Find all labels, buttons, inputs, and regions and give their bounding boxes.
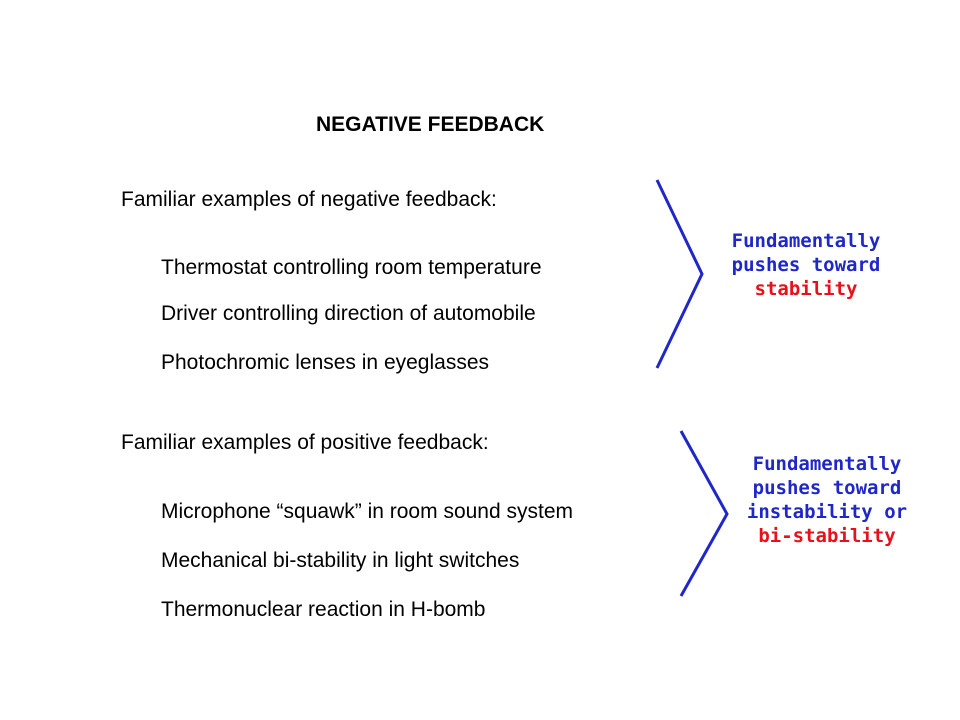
positive-item-1: Microphone “squawk” in room sound system bbox=[161, 500, 574, 523]
negative-callout: Fundamentally pushes toward stability bbox=[702, 229, 910, 301]
negative-item-2: Driver controlling direction of automobi… bbox=[161, 302, 536, 325]
slide-title: NEGATIVE FEEDBACK bbox=[316, 113, 545, 136]
positive-item-3: Thermonuclear reaction in H-bomb bbox=[161, 598, 486, 621]
negative-item-1: Thermostat controlling room temperature bbox=[161, 256, 542, 279]
negative-callout-line-2: pushes toward bbox=[731, 254, 881, 276]
positive-item-2: Mechanical bi-stability in light switche… bbox=[161, 549, 520, 572]
positive-callout-line-2: pushes toward bbox=[752, 477, 902, 499]
negative-item-3: Photochromic lenses in eyeglasses bbox=[161, 351, 490, 374]
positive-heading: Familiar examples of positive feedback: bbox=[121, 431, 489, 454]
positive-callout-line-1: Fundamentally bbox=[752, 453, 902, 475]
negative-callout-line-1: Fundamentally bbox=[731, 230, 881, 252]
negative-bracket bbox=[655, 179, 704, 369]
positive-callout: Fundamentally pushes toward instability … bbox=[723, 452, 931, 548]
negative-heading: Familiar examples of negative feedback: bbox=[121, 188, 497, 211]
positive-callout-line-4: bi-stability bbox=[758, 525, 896, 547]
positive-callout-line-3: instability or bbox=[746, 501, 908, 523]
negative-callout-line-3: stability bbox=[754, 278, 858, 300]
positive-bracket bbox=[679, 430, 729, 597]
